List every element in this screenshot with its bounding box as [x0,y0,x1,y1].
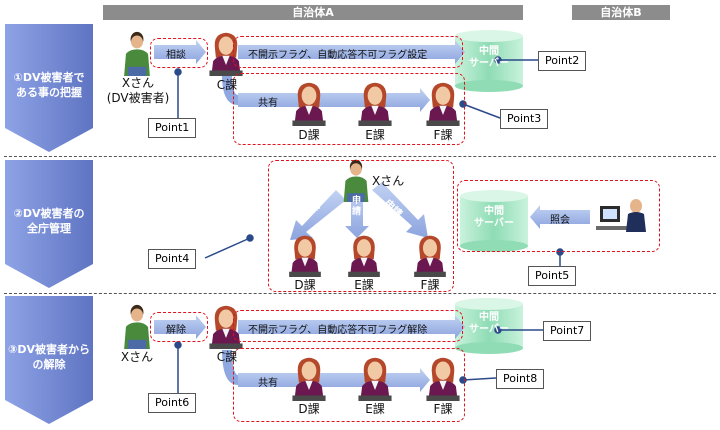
person-c-label: C課 [216,78,238,92]
person-c-label: C課 [216,350,238,364]
group-share-1 [233,73,465,145]
intermediate-server: 中間 サーバー [455,312,523,342]
person-d-label: D課 [294,278,316,292]
callout-point1: Point1 [148,118,197,138]
person-x-label: Xさん (DV被害者) [106,76,170,105]
person-e-label: E課 [354,278,374,292]
person-e-label: E課 [365,128,385,142]
arrow-shinsei-left [290,190,346,240]
group-soudan [150,38,208,68]
section-1-label-shape: ①DV被害者で ある事の把握 [5,24,103,152]
person-f-label: F課 [433,128,453,142]
person-e-label: E課 [365,402,385,416]
server-label: 中間 サーバー [469,46,509,69]
group-flag-set [233,36,463,68]
pentagon-shape [5,160,93,288]
label-flag-release: 不開示フラグ、自動応答不可フラグ解除 [248,325,428,336]
section-3-label: ③DV被害者から の解除 [8,343,90,371]
computer-user-icon [596,199,646,232]
person-f-label: F課 [420,278,440,292]
section-2-label-shape: ②DV被害者の 全庁管理 [5,160,103,288]
person-x-label: Xさん [120,350,154,364]
section-separator [4,156,716,157]
section-3-label-shape: ③DV被害者から の解除 [5,296,103,424]
label-flag-set: 不開示フラグ、自動応答不可フラグ設定 [248,50,428,61]
label-kaijo: 解除 [166,325,186,336]
server-shape [455,30,523,92]
arrow-kaijo [154,315,206,339]
callout-point7: Point7 [543,321,592,341]
group-query [457,180,660,252]
callout-point2: Point2 [538,51,587,71]
intermediate-server: 中間 サーバー [455,46,523,76]
callout-point6: Point6 [148,393,197,413]
group-share-3 [233,348,465,422]
arrow-flag-release [238,315,465,339]
callout-point5: Point5 [528,266,577,286]
intermediate-server: 中間 サーバー [460,206,528,236]
callout-point3: Point3 [500,109,549,129]
arrow-share-curve [222,74,245,105]
person-f-label: F課 [433,402,453,416]
callout-point4: Point4 [148,249,197,269]
arrow-soudan [154,40,206,64]
person-x-label: Xさん [372,174,405,188]
arrow-flag-set [238,40,465,64]
header-municipality-a: 自治体A [103,5,523,20]
server-label: 中間 サーバー [474,206,514,229]
group-apply [268,160,454,292]
person-d-label: D課 [298,402,320,416]
label-shoukai: 照会 [550,215,570,226]
label-share-3: 共有 [258,378,278,389]
label-soudan: 相談 [166,50,186,61]
section-2-label: ②DV被害者の 全庁管理 [13,207,85,235]
group-flag-release [233,310,463,342]
arrow-shinsei-mid [345,192,369,238]
person-x-icon [124,304,150,349]
server-label: 中間 サーバー [469,312,509,335]
header-municipality-b: 自治体B [572,5,670,20]
arrow-shoukai [530,205,590,229]
person-x-icon [124,31,150,76]
group-kaijo [150,312,208,342]
pentagon-shape [5,296,93,424]
arrow-shinsei-right [372,182,428,238]
arrow-share-curve [222,349,245,385]
callout-point8: Point8 [496,369,545,389]
pentagon-shape [5,24,93,152]
section-separator [4,293,716,294]
label-share-1: 共有 [258,98,278,109]
server-shape [455,298,523,354]
person-d-label: D課 [298,128,320,142]
label-apply-mid: 申 請 [352,196,362,217]
section-1-label: ①DV被害者で ある事の把握 [13,71,85,99]
server-shape [460,190,528,252]
